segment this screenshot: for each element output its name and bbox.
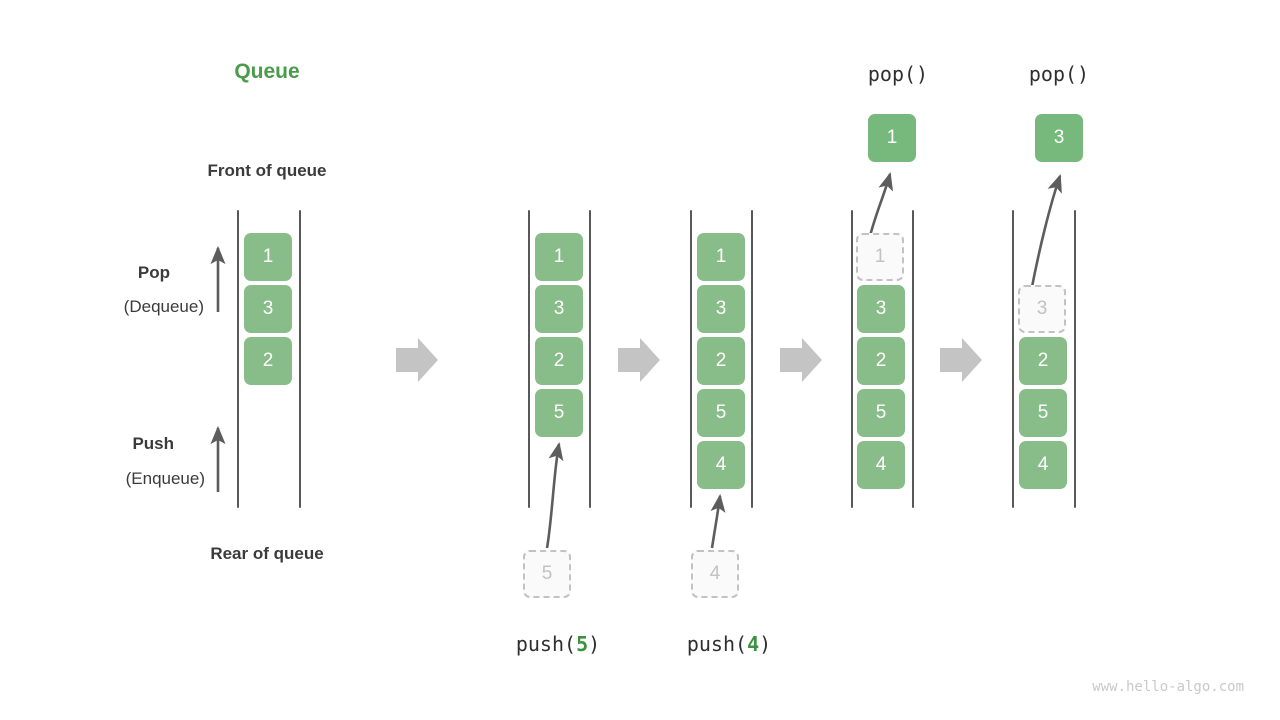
queue-item-removed: 3: [1018, 285, 1066, 333]
stage-arrow-3: [780, 338, 822, 382]
queue-item: 4: [697, 441, 745, 489]
stage-arrow-1: [396, 338, 438, 382]
queue-item: 2: [1019, 337, 1067, 385]
rear-of-queue-label: Rear of queue: [210, 544, 324, 563]
queue-rail-left-stage5: [1012, 210, 1014, 508]
queue-item-removed: 1: [856, 233, 904, 281]
stage-arrow-2: [618, 338, 660, 382]
queue-rail-left-stage3: [690, 210, 692, 508]
push-label: Push: [132, 434, 174, 453]
pop-label: Pop: [137, 263, 170, 282]
pop-3-arrow: [1029, 174, 1062, 293]
queue-item: 2: [535, 337, 583, 385]
queue-item: 5: [535, 389, 583, 437]
queue-rail-left-stage2: [528, 210, 530, 508]
push-4-operation-label: push(4): [687, 632, 771, 656]
push-5-prefix: push(: [515, 632, 577, 656]
queue-rail-left-stage4: [851, 210, 853, 508]
incoming-ghost-item: 4: [691, 550, 739, 598]
front-of-queue-label: Front of queue: [207, 161, 327, 180]
pop-1-arrow: [867, 171, 894, 241]
popped-item: 1: [868, 114, 916, 162]
push-5-arg: 5: [576, 632, 589, 656]
queue-item: 2: [857, 337, 905, 385]
queue-item: 1: [697, 233, 745, 281]
push-4-arrow: [710, 493, 726, 549]
push-5-arrow: [545, 441, 564, 549]
queue-item: 1: [535, 233, 583, 281]
queue-item: 2: [244, 337, 292, 385]
queue-rail-right-stage5: [1074, 210, 1076, 508]
queue-rail-right-stage2: [589, 210, 591, 508]
queue-item: 3: [244, 285, 292, 333]
queue-item: 5: [1019, 389, 1067, 437]
enqueue-label: (Enqueue): [125, 469, 205, 488]
push-4-prefix: push(: [686, 632, 748, 656]
queue-rail-right-stage4: [912, 210, 914, 508]
pop-3-operation-label: pop(): [1028, 62, 1090, 86]
queue-item: 5: [697, 389, 745, 437]
watermark: www.hello-algo.com: [1092, 679, 1244, 695]
push-5-suffix: ): [588, 632, 601, 656]
stage-arrow-4: [940, 338, 982, 382]
push-4-arg: 4: [747, 632, 760, 656]
queue-item: 3: [697, 285, 745, 333]
queue-item: 3: [535, 285, 583, 333]
queue-item: 1: [244, 233, 292, 281]
push-5-operation-label: push(5): [516, 632, 600, 656]
queue-item: 2: [697, 337, 745, 385]
queue-item: 4: [1019, 441, 1067, 489]
push-4-suffix: ): [759, 632, 772, 656]
queue-item: 3: [857, 285, 905, 333]
dequeue-label: (Dequeue): [123, 297, 204, 316]
queue-item: 4: [857, 441, 905, 489]
queue-rail-right-stage1: [299, 210, 301, 508]
popped-item: 3: [1035, 114, 1083, 162]
incoming-ghost-item: 5: [523, 550, 571, 598]
pop-1-operation-label: pop(): [867, 62, 929, 86]
queue-rail-left-stage1: [237, 210, 239, 508]
page-title: Queue: [234, 60, 300, 83]
queue-rail-right-stage3: [751, 210, 753, 508]
queue-item: 5: [857, 389, 905, 437]
